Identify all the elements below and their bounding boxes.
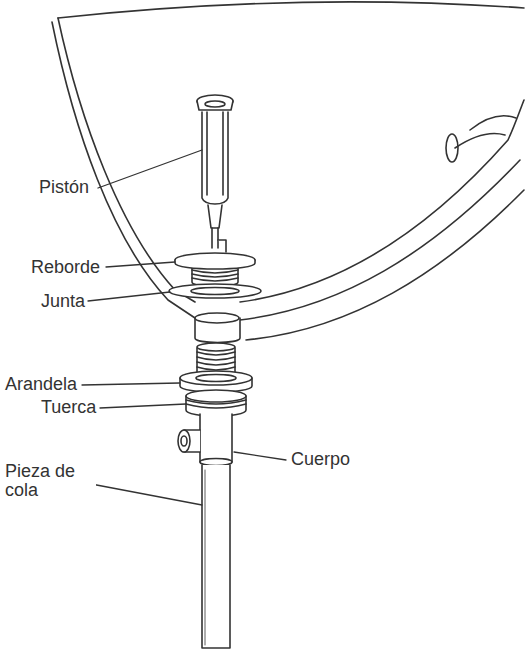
tail-piece — [202, 465, 230, 648]
part-label: Pistón — [38, 178, 90, 197]
part-label: Pieza de cola — [4, 462, 96, 500]
drain-body — [178, 414, 232, 466]
sink-basin — [52, 2, 524, 340]
leader-lines — [82, 150, 286, 505]
gasket-part — [169, 284, 261, 298]
drain-throat — [195, 313, 240, 343]
part-label: Junta — [40, 292, 86, 311]
part-label: Arandela — [4, 375, 78, 394]
washer-part — [180, 371, 252, 392]
part-label: Cuerpo — [290, 450, 351, 469]
nut-part — [186, 390, 246, 416]
part-label: Reborde — [30, 258, 101, 277]
drain-threads — [197, 343, 235, 372]
piston-part — [197, 95, 233, 252]
part-label: Tuerca — [40, 398, 97, 417]
flange-part — [175, 253, 255, 287]
